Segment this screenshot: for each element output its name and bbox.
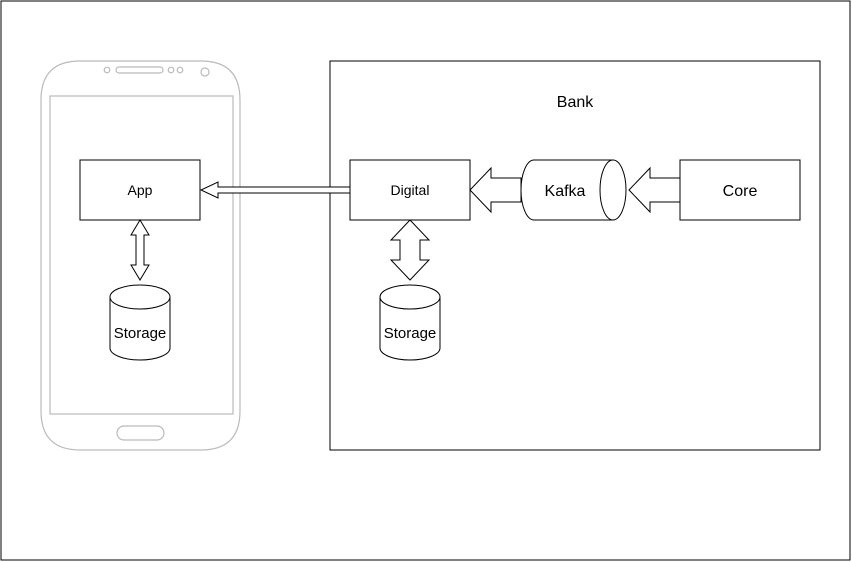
app-storage-label: Storage: [114, 325, 167, 342]
kafka-queue: [520, 159, 627, 221]
phone-sensor-dot: [167, 66, 175, 74]
app-label: App: [128, 182, 153, 198]
phone-camera: [200, 67, 210, 77]
phone-body: [40, 60, 241, 451]
digital-storage-label: Storage: [384, 325, 437, 342]
digital-to-app-arrow: [199, 181, 351, 199]
kafka-to-digital-arrow: [469, 166, 522, 214]
phone-home-button: [116, 425, 165, 441]
digital-storage-cylinder: [379, 284, 441, 361]
core-label: Core: [723, 183, 758, 200]
phone-sensor-dot: [103, 66, 111, 74]
core-to-kafka-arrow: [628, 166, 681, 214]
app-storage-cylinder: [109, 284, 171, 361]
digital-storage-double-arrow: [389, 219, 431, 281]
bank-label: Bank: [557, 94, 594, 111]
app-box: [79, 159, 201, 221]
app-storage-double-arrow: [130, 219, 150, 281]
phone-speaker: [115, 66, 164, 74]
core-box: [679, 159, 801, 221]
kafka-label: Kafka: [545, 183, 586, 200]
phone-sensor-dot: [176, 66, 184, 74]
phone-device: [40, 60, 241, 451]
phone-screen: [49, 95, 234, 415]
bank-container: [329, 60, 821, 451]
digital-label: Digital: [391, 182, 430, 198]
